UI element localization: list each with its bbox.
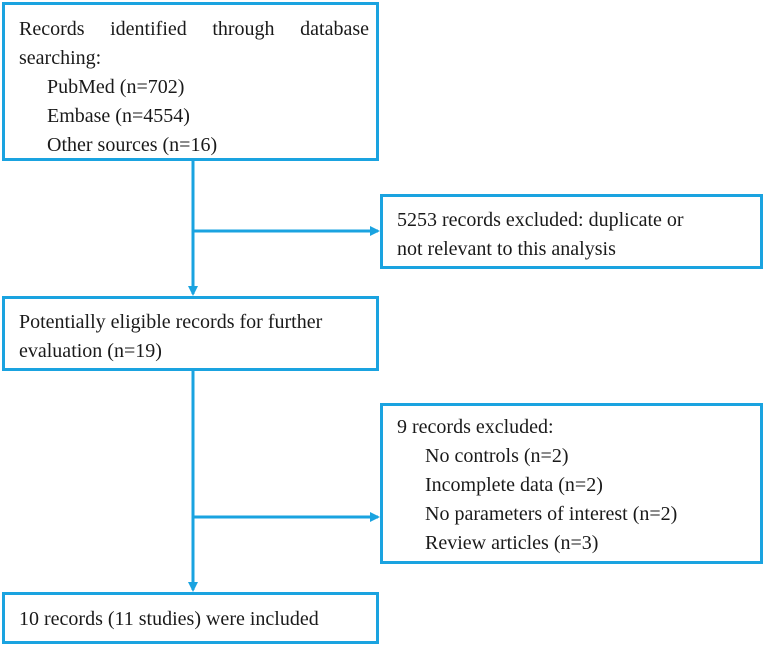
records-included-box: 10 records (11 studies) were included [2, 592, 379, 644]
records-identified-box: Records identified through database sear… [2, 2, 379, 161]
included-line1: 10 records (11 studies) were included [19, 608, 319, 630]
identified-heading-line1: Records identified through database [19, 18, 369, 40]
eligible-line2: evaluation (n=19) [19, 340, 162, 362]
excluded-first-line1: 5253 records excluded: duplicate or [397, 209, 684, 231]
reason-no-parameters: No parameters of interest (n=2) [425, 503, 678, 525]
reason-review-articles: Review articles (n=3) [425, 532, 599, 554]
eligible-line1: Potentially eligible records for further [19, 311, 323, 333]
reason-incomplete-data: Incomplete data (n=2) [425, 474, 603, 496]
source-other: Other sources (n=16) [47, 134, 218, 156]
records-excluded-reasons-box: 9 records excluded: No controls (n=2) In… [380, 403, 763, 564]
identified-heading-line2: searching: [19, 47, 102, 69]
reason-no-controls: No controls (n=2) [425, 445, 569, 467]
excluded-second-heading: 9 records excluded: [397, 416, 554, 438]
source-embase: Embase (n=4554) [47, 105, 190, 127]
excluded-first-line2: not relevant to this analysis [397, 238, 616, 260]
records-excluded-duplicate-box: 5253 records excluded: duplicate or not … [380, 194, 763, 269]
eligible-records-box: Potentially eligible records for further… [2, 296, 379, 371]
source-pubmed: PubMed (n=702) [47, 76, 185, 98]
